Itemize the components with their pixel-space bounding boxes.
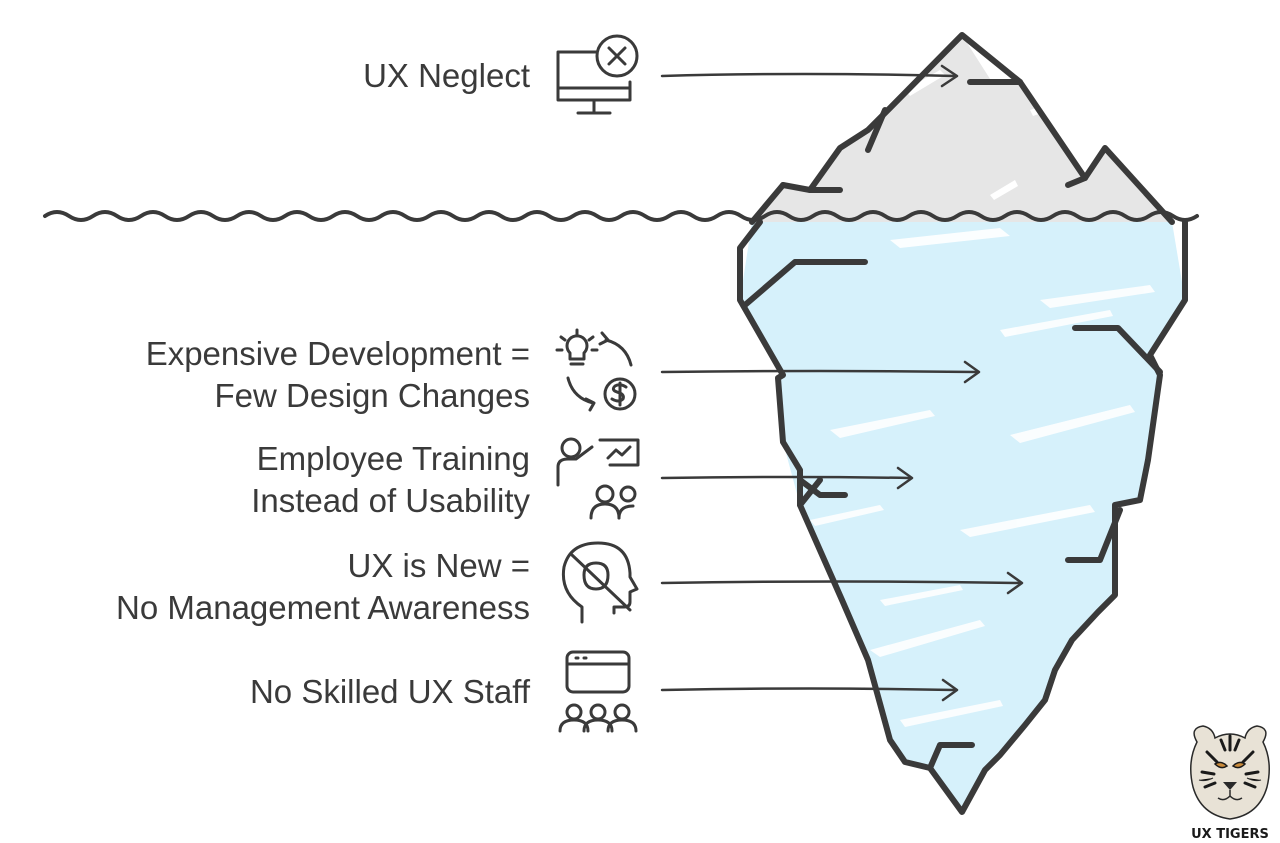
idea-cost-cycle-icon	[555, 328, 637, 412]
arrow-new	[660, 571, 1024, 595]
label-line: Instead of Usability	[251, 482, 530, 519]
label-line: No Skilled UX Staff	[249, 673, 530, 710]
label-line: UX is New =	[347, 547, 530, 584]
iceberg-tip-fill	[752, 35, 1172, 222]
label-no-skilled-staff: No Skilled UX Staff	[250, 671, 530, 713]
arrow-neglect	[660, 64, 959, 88]
label-ux-is-new: UX is New = No Management Awareness	[116, 545, 530, 629]
label-line: UX Neglect	[363, 57, 530, 94]
arrow-expensive	[660, 360, 981, 384]
arrow-training	[660, 466, 914, 490]
label-line: No Management Awareness	[116, 589, 530, 626]
trainer-presentation-icon	[556, 437, 640, 520]
brand-logo: UX TIGERS	[1185, 722, 1275, 842]
monitor-error-icon	[556, 34, 639, 115]
tiger-head-icon	[1190, 725, 1270, 820]
label-line: Expensive Development =	[145, 335, 530, 372]
iceberg-underwater-fill	[740, 222, 1185, 812]
label-line: Employee Training	[256, 440, 530, 477]
team-browser-icon	[558, 650, 638, 733]
label-employee-training: Employee Training Instead of Usability	[251, 438, 530, 522]
arrows	[660, 64, 1024, 702]
arrow-staff	[660, 678, 959, 702]
waterline	[43, 210, 1199, 222]
label-line: Few Design Changes	[214, 377, 531, 414]
brand-name: UX TIGERS	[1191, 827, 1269, 842]
ice-highlights	[810, 228, 1155, 727]
label-ux-neglect: UX Neglect	[363, 55, 530, 97]
label-expensive-development: Expensive Development = Few Design Chang…	[146, 333, 530, 417]
iceberg-outline	[737, 32, 1188, 815]
brain-no-thought-icon	[561, 541, 639, 624]
